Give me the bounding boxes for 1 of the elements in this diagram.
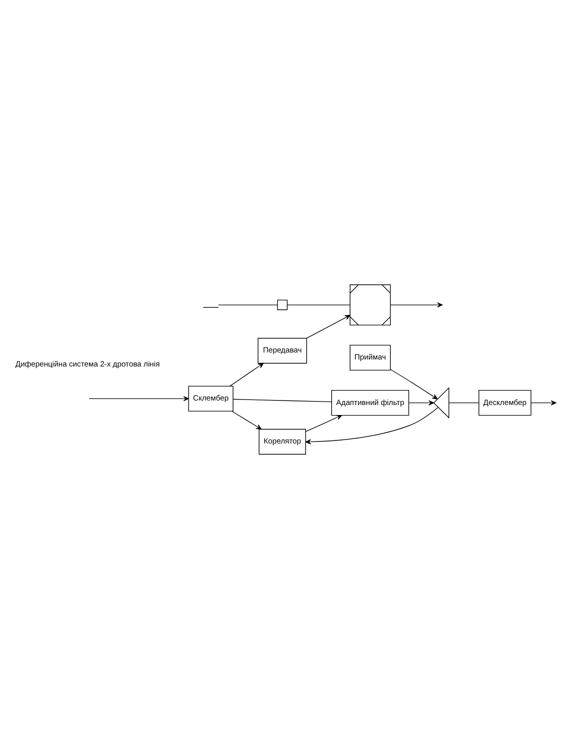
label: Диференційна система 2-х дротова лінія xyxy=(15,360,160,369)
